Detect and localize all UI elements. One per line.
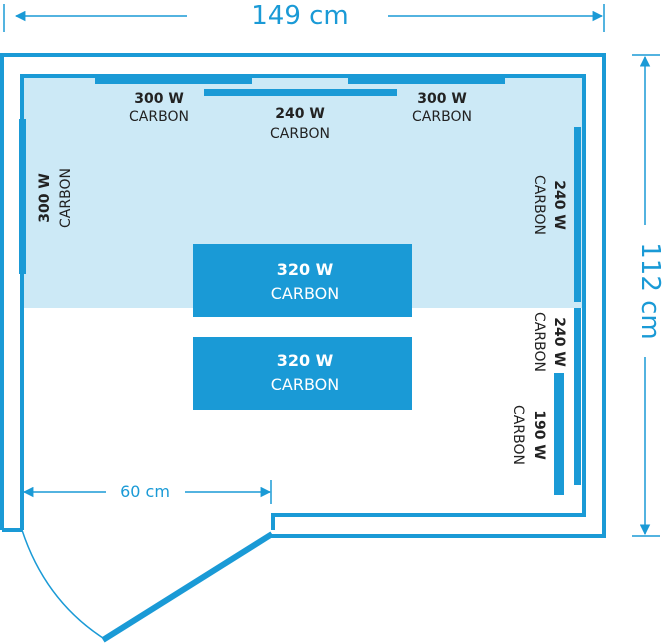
heater-panel-bench-lower (193, 337, 412, 410)
door-swing-arc (21, 529, 104, 639)
heater-panel-top-left (95, 77, 252, 84)
heater-top-left-type: CARBON (129, 109, 189, 125)
depth-label: 112 cm (635, 242, 665, 340)
width-label: 149 cm (251, 1, 349, 31)
cabin-outer-wall (0, 53, 606, 538)
heater-panel-top-right (348, 77, 505, 84)
heater-top-center-watt: 240 W (275, 106, 325, 122)
heater-bench-lower-type: CARBON (271, 375, 340, 394)
heater-bench-upper-watt: 320 W (277, 260, 334, 279)
heater-top-left-watt: 300 W (134, 91, 184, 107)
door-leaf (101, 531, 274, 643)
heater-panel-bench-upper (193, 244, 412, 317)
heater-panel-top-center (204, 89, 397, 96)
heater-panel-left-wall (19, 119, 26, 274)
heater-panel-right-upper (574, 127, 581, 302)
heater-bench-upper-type: CARBON (271, 284, 340, 303)
heater-right-small-watt: 190 W (531, 410, 547, 460)
heater-right-upper-type: CARBON (531, 175, 547, 235)
heater-top-center-type: CARBON (270, 126, 330, 142)
heater-top-right-type: CARBON (412, 109, 472, 125)
door-width-label: 60 cm (120, 482, 170, 501)
heater-panel-right-small (554, 373, 564, 495)
heater-left-wall-watt: 300 W (37, 173, 53, 223)
heater-bench-lower-watt: 320 W (277, 351, 334, 370)
heater-right-lower-type: CARBON (531, 312, 547, 372)
heater-right-lower-watt: 240 W (551, 317, 567, 367)
heater-panel-right-lower (574, 308, 581, 485)
heater-left-wall-type: CARBON (58, 168, 74, 228)
heater-top-right-watt: 300 W (417, 91, 467, 107)
heater-right-upper-watt: 240 W (551, 180, 567, 230)
heater-right-small-type: CARBON (510, 405, 526, 465)
